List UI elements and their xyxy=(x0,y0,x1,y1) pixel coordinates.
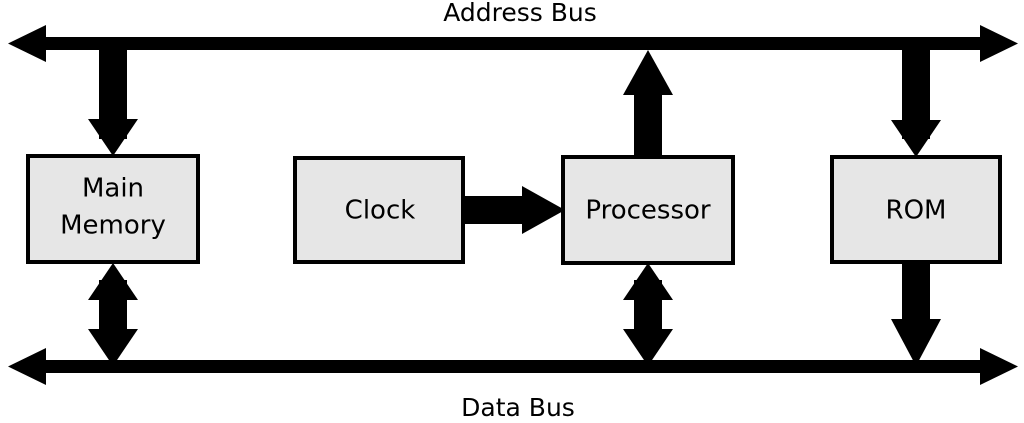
connector-address-to-main-memory xyxy=(88,43,138,156)
connector-processor-address-arrowhead-up xyxy=(623,50,673,95)
data-bus-label: Data Bus xyxy=(461,393,575,422)
address-bus-right-arrowhead xyxy=(980,25,1018,62)
connector-processor-data-arrowhead-up xyxy=(623,263,673,300)
node-processor[interactable]: Processor xyxy=(561,155,735,265)
node-processor-box[interactable] xyxy=(561,155,735,265)
connector-clock-processor-shaft xyxy=(463,196,525,224)
connector-clock-to-processor xyxy=(463,186,565,234)
connector-address-rom-arrowhead-down xyxy=(891,120,941,157)
node-processor-label: Processor xyxy=(585,196,711,226)
address-bus-label: Address Bus xyxy=(443,0,597,27)
node-main-memory[interactable]: Main Memory xyxy=(26,154,200,264)
connector-main-memory-to-data-bus xyxy=(88,263,138,366)
node-clock[interactable]: Clock xyxy=(293,156,465,264)
connector-address-to-rom xyxy=(891,43,941,157)
connector-rom-data-arrowhead-down xyxy=(891,319,941,366)
node-rom[interactable]: ROM xyxy=(830,155,1002,264)
connector-processor-address-shaft xyxy=(634,84,662,158)
node-rom-label: ROM xyxy=(886,196,947,226)
connector-processor-to-address-bus xyxy=(623,50,673,158)
node-clock-label: Clock xyxy=(345,196,416,226)
connector-rom-data-shaft xyxy=(902,262,930,326)
connector-address-main-memory-arrowhead-down xyxy=(88,119,138,156)
data-bus xyxy=(8,348,1018,385)
node-rom-box[interactable] xyxy=(830,155,1002,264)
connector-processor-to-data-bus xyxy=(623,263,673,366)
node-clock-box[interactable] xyxy=(293,156,465,264)
address-bus-left-arrowhead xyxy=(8,25,46,62)
node-main-memory-box[interactable] xyxy=(26,154,200,264)
connector-main-memory-data-arrowhead-up xyxy=(88,263,138,300)
data-bus-left-arrowhead xyxy=(8,348,46,385)
address-bus xyxy=(8,25,1018,62)
connector-processor-data-arrowhead-down xyxy=(623,329,673,366)
data-bus-right-arrowhead xyxy=(980,348,1018,385)
node-main-memory-label-line-1: Main xyxy=(82,174,144,204)
data-bus-shaft xyxy=(44,360,982,373)
connector-clock-processor-arrowhead-right xyxy=(522,186,565,234)
node-main-memory-label-line-2: Memory xyxy=(60,211,166,241)
connector-main-memory-data-arrowhead-down xyxy=(88,329,138,366)
address-bus-shaft xyxy=(44,37,982,50)
connector-rom-to-data-bus xyxy=(891,262,941,366)
